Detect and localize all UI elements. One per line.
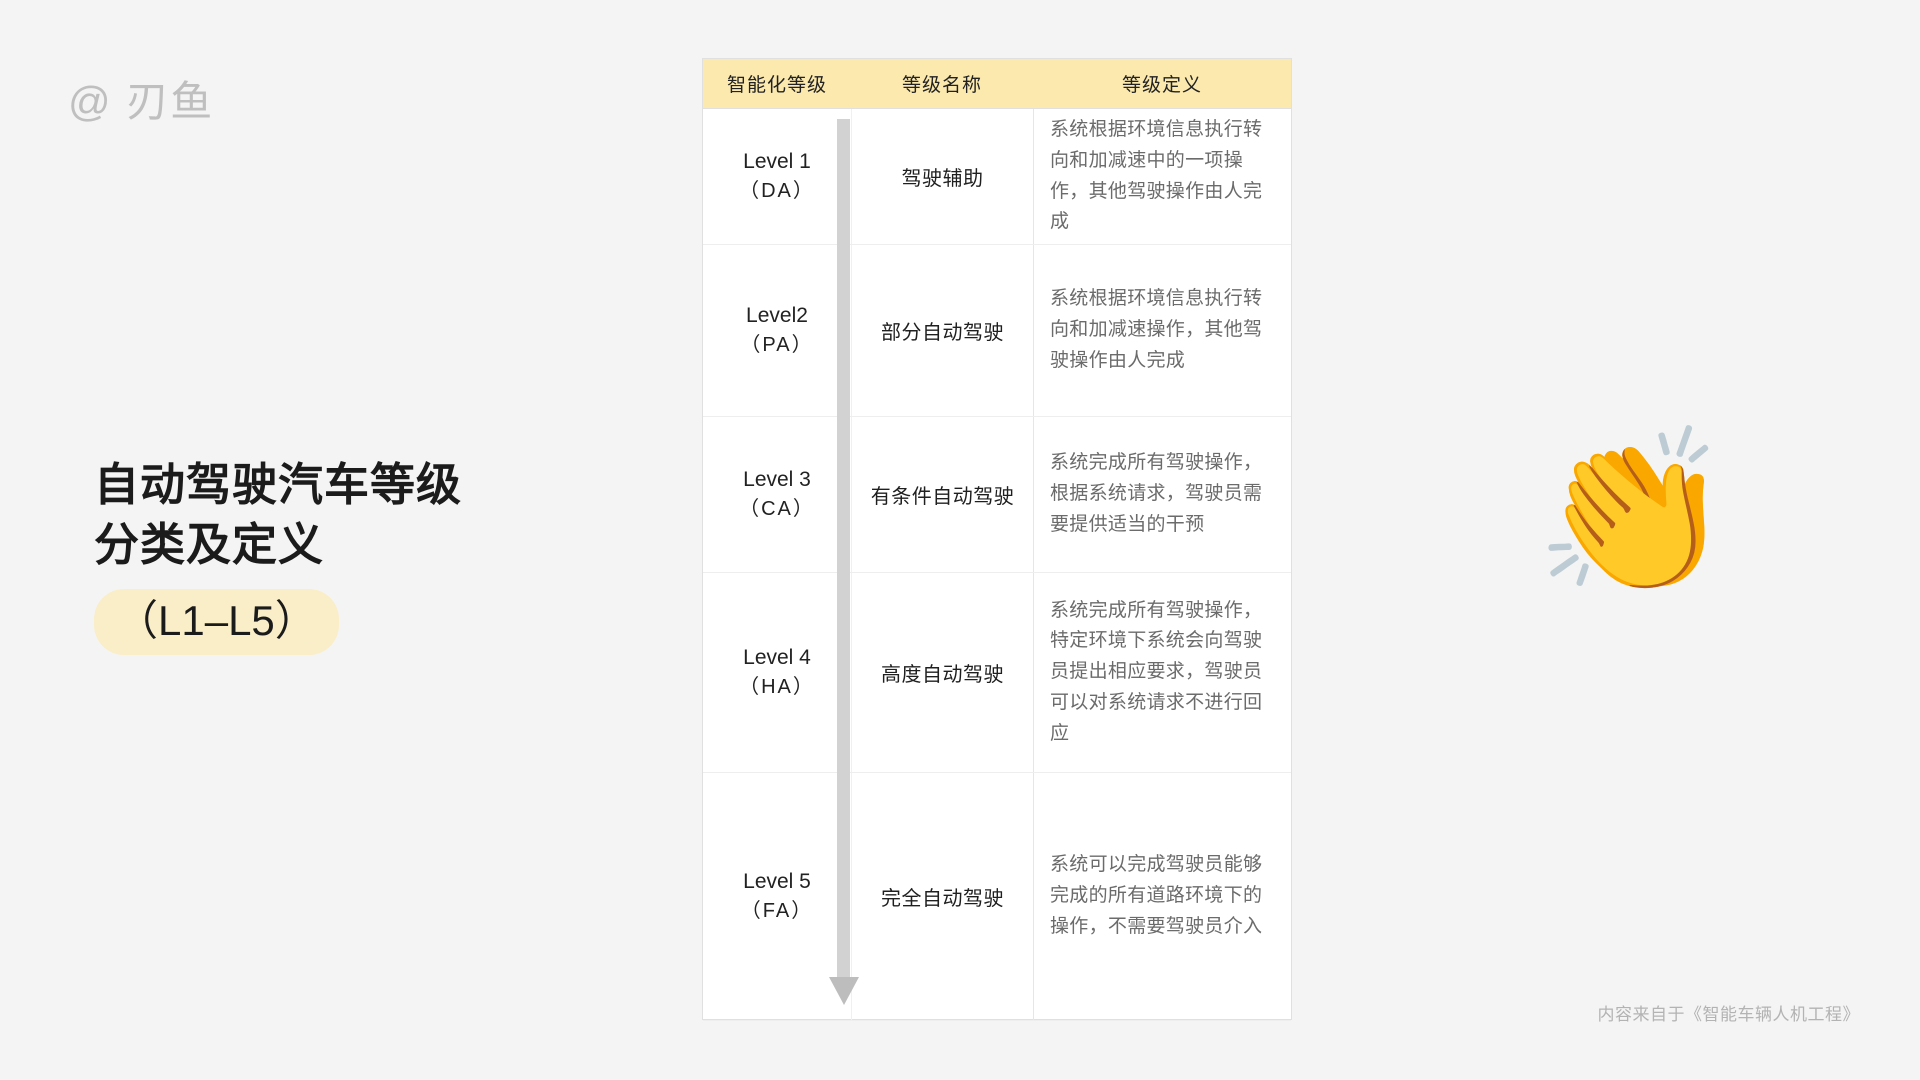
cell-level-definition: 系统根据环境信息执行转向和加减速操作，其他驾驶操作由人完成 bbox=[1033, 245, 1291, 416]
table-row: Level2 （PA） 部分自动驾驶 系统根据环境信息执行转向和加减速操作，其他… bbox=[703, 245, 1291, 417]
table-row: Level 5 （FA） 完全自动驾驶 系统可以完成驾驶员能够完成的所有道路环境… bbox=[703, 773, 1291, 1021]
clapping-hands-icon: 👏 bbox=[1534, 422, 1734, 601]
level-label: Level 3 bbox=[743, 467, 811, 491]
table-row: Level 4 （HA） 高度自动驾驶 系统完成所有驾驶操作，特定环境下系统会向… bbox=[703, 573, 1291, 773]
page-title-line-1: 自动驾驶汽车等级 bbox=[94, 459, 463, 510]
level-label: Level 1 bbox=[743, 149, 811, 173]
cell-level-definition: 系统完成所有驾驶操作，根据系统请求，驾驶员需要提供适当的干预 bbox=[1033, 417, 1291, 572]
table-body: Level 1 （DA） 驾驶辅助 系统根据环境信息执行转向和加减速中的一项操作… bbox=[703, 109, 1291, 1021]
column-header-definition: 等级定义 bbox=[1121, 75, 1202, 96]
level-abbreviation: （DA） bbox=[739, 180, 815, 203]
page-title-badge: （L1–L5） bbox=[94, 588, 339, 655]
level-label: Level 4 bbox=[743, 645, 811, 669]
cell-level: Level2 （PA） bbox=[703, 245, 851, 416]
cell-level-name: 驾驶辅助 bbox=[851, 109, 1033, 244]
cell-level-name: 完全自动驾驶 bbox=[851, 773, 1033, 1020]
level-label: Level2 bbox=[746, 303, 808, 327]
cell-level-name: 高度自动驾驶 bbox=[851, 573, 1033, 772]
cell-level: Level 5 （FA） bbox=[703, 773, 851, 1020]
table-header-row: 智能化等级 等级名称 等级定义 bbox=[703, 59, 1291, 109]
table-row: Level 3 （CA） 有条件自动驾驶 系统完成所有驾驶操作，根据系统请求，驾… bbox=[703, 417, 1291, 573]
column-header-name: 等级名称 bbox=[901, 75, 982, 96]
page-title: 自动驾驶汽车等级 分类及定义 （L1–L5） bbox=[94, 455, 564, 655]
cell-level: Level 3 （CA） bbox=[703, 417, 851, 572]
cell-level-name: 部分自动驾驶 bbox=[851, 245, 1033, 416]
cell-level-definition: 系统完成所有驾驶操作，特定环境下系统会向驾驶员提出相应要求，驾驶员可以对系统请求… bbox=[1033, 573, 1291, 772]
level-abbreviation: （PA） bbox=[740, 334, 814, 357]
cell-level-name: 有条件自动驾驶 bbox=[851, 417, 1033, 572]
page-title-line-2: 分类及定义 bbox=[94, 518, 325, 570]
table-row: Level 1 （DA） 驾驶辅助 系统根据环境信息执行转向和加减速中的一项操作… bbox=[703, 109, 1291, 245]
level-abbreviation: （FA） bbox=[740, 900, 814, 923]
level-abbreviation: （CA） bbox=[739, 498, 815, 521]
cell-level-definition: 系统根据环境信息执行转向和加减速中的一项操作，其他驾驶操作由人完成 bbox=[1033, 109, 1291, 244]
level-label: Level 5 bbox=[743, 869, 811, 893]
cell-level: Level 1 （DA） bbox=[703, 109, 851, 244]
cell-level: Level 4 （HA） bbox=[703, 573, 851, 772]
level-abbreviation: （HA） bbox=[739, 676, 815, 699]
autonomy-levels-table: 智能化等级 等级名称 等级定义 Level 1 （DA） 驾驶辅助 系统根据环境… bbox=[702, 58, 1292, 1021]
source-credit: 内容来自于《智能车辆人机工程》 bbox=[1597, 1005, 1860, 1024]
cell-level-definition: 系统可以完成驾驶员能够完成的所有道路环境下的操作，不需要驾驶员介入 bbox=[1033, 773, 1291, 1020]
watermark-handle: @ 刃鱼 bbox=[68, 78, 215, 125]
column-header-level: 智能化等级 bbox=[726, 75, 827, 96]
